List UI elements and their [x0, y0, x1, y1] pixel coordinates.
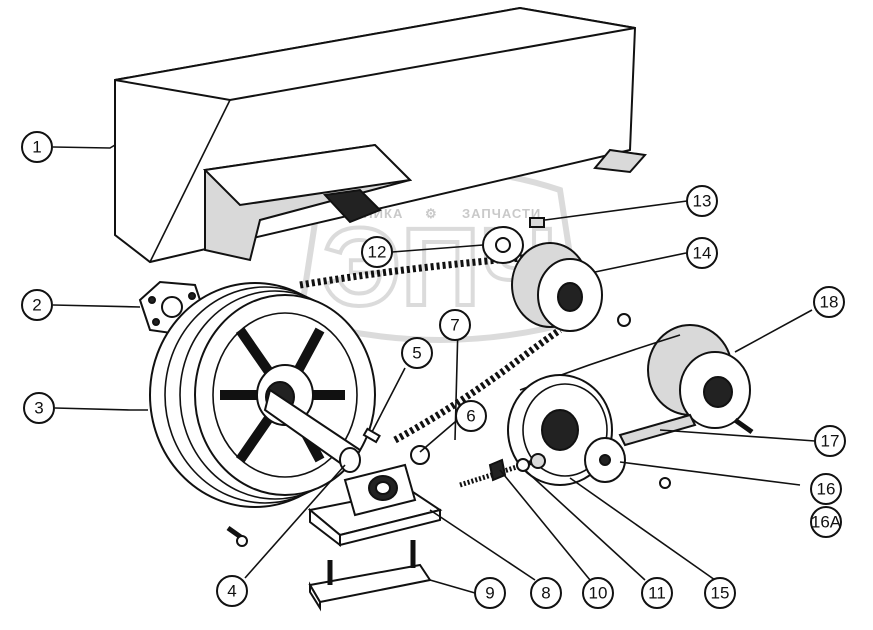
- svg-text:11: 11: [648, 584, 666, 603]
- svg-text:3: 3: [34, 399, 43, 418]
- belt-guard: [114, 6, 647, 264]
- mounting-plate: [308, 540, 432, 612]
- callout-17: 17: [814, 425, 846, 457]
- svg-text:17: 17: [821, 432, 840, 451]
- svg-text:5: 5: [412, 344, 421, 363]
- callout-15: 15: [704, 577, 736, 609]
- svg-text:12: 12: [368, 243, 387, 262]
- svg-text:16A: 16A: [811, 513, 842, 532]
- svg-text:10: 10: [589, 584, 608, 603]
- tension-rod: [618, 413, 697, 447]
- callout-18: 18: [813, 286, 845, 318]
- pulley-flange: [584, 437, 671, 489]
- svg-text:9: 9: [485, 584, 494, 603]
- drive-chain-upper: [299, 251, 561, 289]
- drive-chain: [393, 327, 562, 444]
- square-key: [529, 217, 545, 228]
- upper-pulley: [511, 242, 631, 332]
- svg-text:2: 2: [32, 296, 41, 315]
- watermark-gear-icon: ⚙: [425, 206, 438, 221]
- callout-2: 2: [21, 289, 53, 321]
- callout-4: 4: [216, 575, 248, 607]
- svg-text:7: 7: [450, 316, 459, 335]
- callout-13: 13: [686, 185, 718, 217]
- callout-10: 10: [582, 577, 614, 609]
- callout-11: 11: [641, 577, 673, 609]
- bolt-left: [226, 525, 248, 547]
- svg-text:14: 14: [693, 244, 712, 263]
- callout-1: 1: [21, 131, 53, 163]
- svg-text:13: 13: [693, 192, 712, 211]
- washer: [410, 445, 430, 465]
- svg-text:8: 8: [541, 584, 550, 603]
- svg-text:4: 4: [227, 582, 236, 601]
- upper-flange: [482, 226, 524, 264]
- watermark-right-word: ЗАПЧАСТИ: [462, 206, 541, 221]
- callout-16: 16: [810, 473, 842, 505]
- svg-text:1: 1: [32, 138, 41, 157]
- callout-8: 8: [530, 577, 562, 609]
- svg-text:18: 18: [820, 293, 839, 312]
- svg-text:16: 16: [817, 480, 836, 499]
- large-pulley: [149, 282, 376, 508]
- svg-text:15: 15: [711, 584, 730, 603]
- pillow-block-bearing: [307, 463, 443, 548]
- callout-16a: 16A: [810, 506, 842, 538]
- callout-9: 9: [474, 577, 506, 609]
- callout-5: 5: [401, 337, 433, 369]
- adjuster-bolt: [459, 453, 546, 488]
- right-pulley: [647, 324, 754, 435]
- callout-7: 7: [439, 309, 471, 341]
- shaft-key: [362, 427, 381, 444]
- callout-3: 3: [23, 392, 55, 424]
- drive-shaft: [263, 388, 362, 473]
- callout-6: 6: [455, 400, 487, 432]
- svg-text:6: 6: [466, 407, 475, 426]
- callout-12: 12: [361, 236, 393, 268]
- callout-14: 14: [686, 237, 718, 269]
